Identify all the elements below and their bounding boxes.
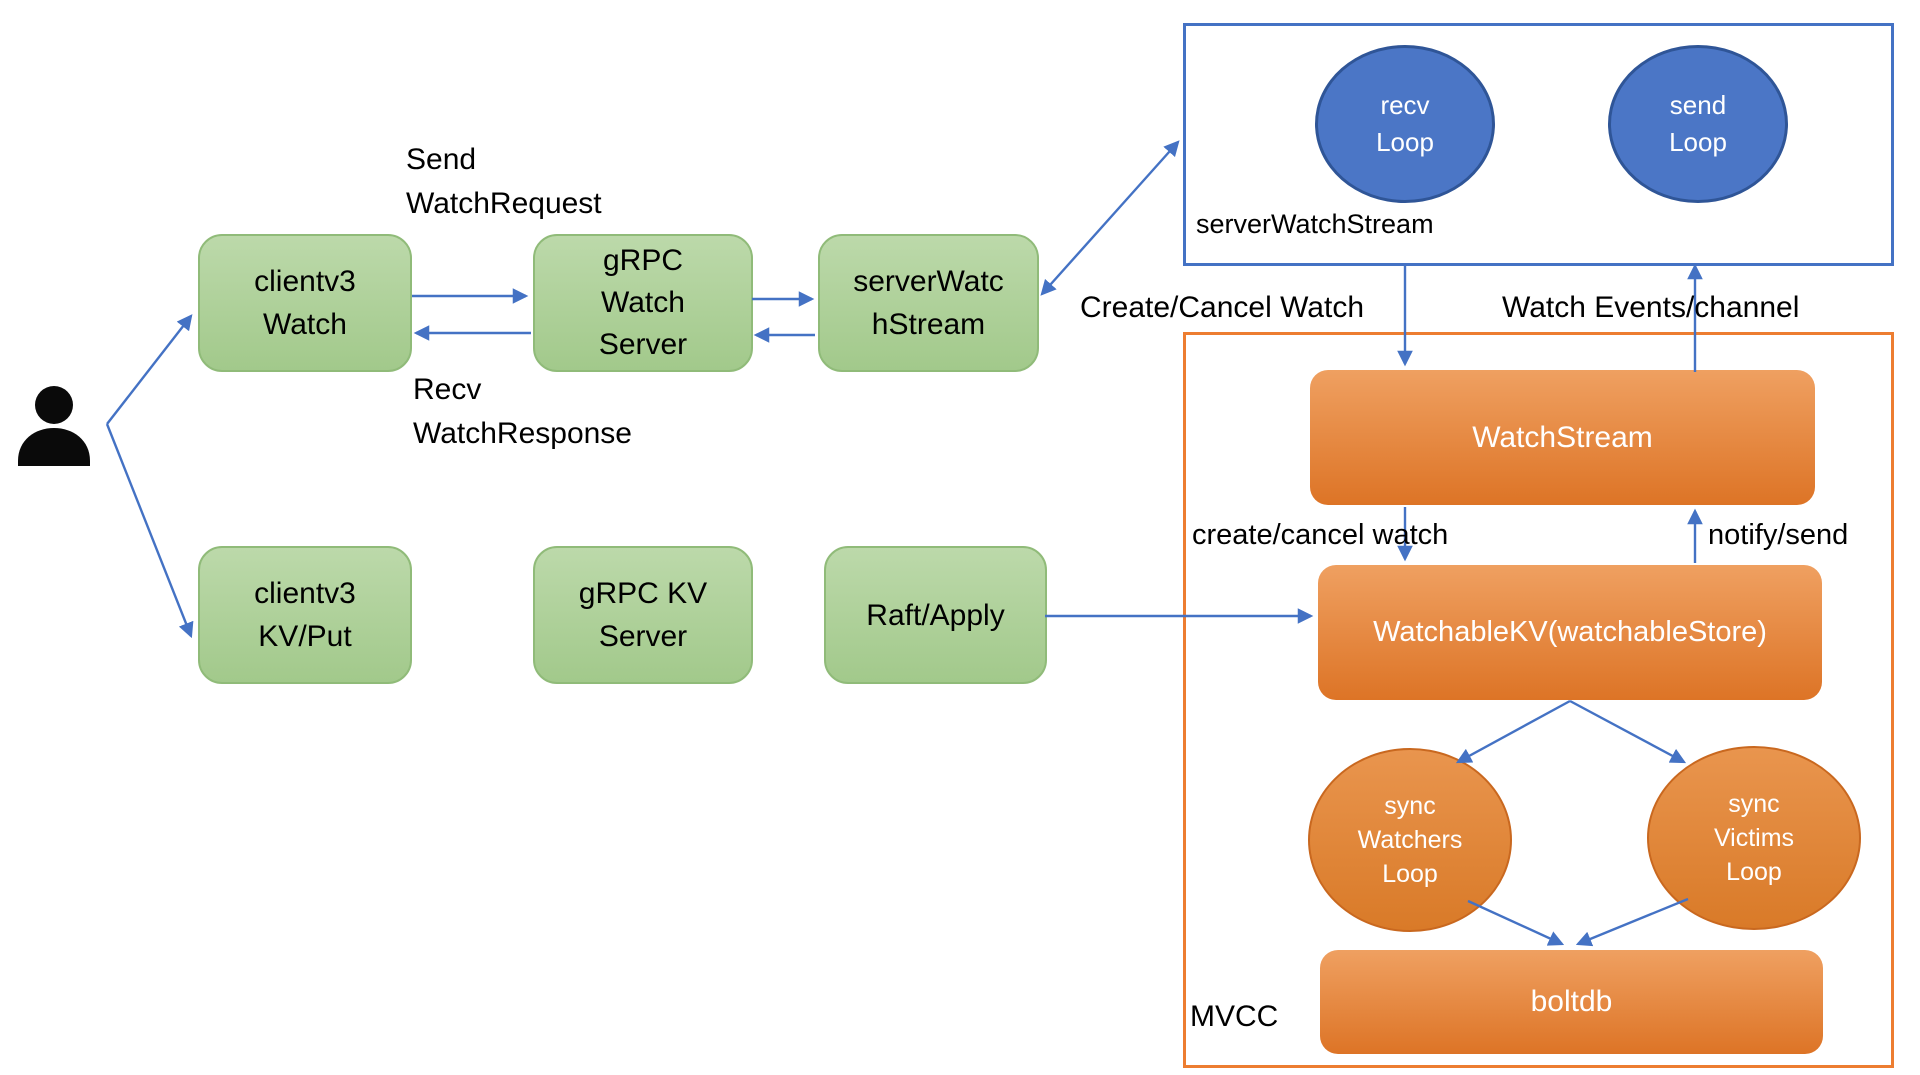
label-mvcc: MVCC <box>1190 1000 1279 1033</box>
label-server-watch-stream-box: serverWatchStream <box>1196 209 1434 239</box>
label-create-cancel-watch-internal: create/cancel watch <box>1192 519 1449 551</box>
node-clientv3-kv-put: clientv3 KV/Put <box>198 546 412 684</box>
label-watch-events-channel: Watch Events/channel <box>1502 291 1800 324</box>
send-loop-ellipse: send Loop <box>1608 45 1788 203</box>
arrow-sync-victims-to-boltdb <box>1575 897 1689 947</box>
arrow-user-to-clientv3-kv-put <box>105 423 194 639</box>
arrow-watchablekv-to-sync-victims <box>1569 699 1687 764</box>
arrow-sync-watchers-to-boltdb <box>1467 899 1565 946</box>
arrow-sws-bluebox-bidirectional <box>1040 140 1180 296</box>
sync-watchers-loop-ellipse: sync Watchers Loop <box>1308 748 1512 932</box>
label-recv-watch-response: Recv WatchResponse <box>413 373 632 450</box>
label-create-cancel-watch: Create/Cancel Watch <box>1080 291 1365 324</box>
arrow-watchablekv-to-sync-watchers <box>1455 699 1571 764</box>
node-grpc-watch-server: gRPC Watch Server <box>533 234 753 372</box>
node-raft-apply: Raft/Apply <box>824 546 1047 684</box>
recv-loop-ellipse: recv Loop <box>1315 45 1495 203</box>
server-watch-stream-container <box>1183 23 1894 266</box>
watchable-kv-rect: WatchableKV(watchableStore) <box>1318 565 1822 700</box>
watch-stream-rect: WatchStream <box>1310 370 1815 505</box>
boltdb-rect: boltdb <box>1320 950 1823 1054</box>
mvcc-container <box>1183 332 1894 1068</box>
node-clientv3-watch: clientv3 Watch <box>198 234 412 372</box>
user-icon <box>18 386 90 466</box>
node-server-watch-stream: serverWatc hStream <box>818 234 1039 372</box>
label-send-watch-request: Send WatchRequest <box>406 143 602 220</box>
sync-victims-loop-ellipse: sync Victims Loop <box>1647 746 1861 930</box>
arrow-user-to-clientv3-watch <box>106 314 193 425</box>
node-grpc-kv-server: gRPC KV Server <box>533 546 753 684</box>
label-notify-send: notify/send <box>1708 519 1849 551</box>
